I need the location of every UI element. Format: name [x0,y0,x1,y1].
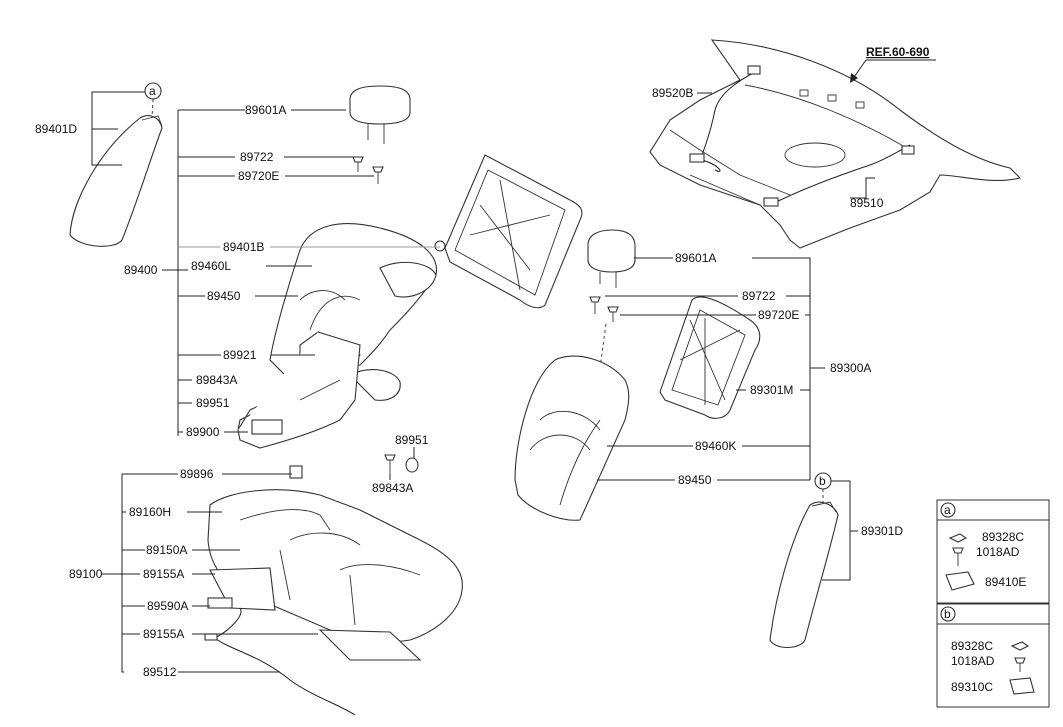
legend-b-tag: b [944,607,951,621]
rear-harness-cable [689,65,915,207]
legend-a-item-3: 89410E [985,575,1026,589]
text-labels: REF.60-690 a b 89401D 89601A 89722 89720… [35,45,1026,694]
guide-bolts-right [589,296,619,322]
part-label-89951: 89951 [196,396,230,410]
part-label-89720E-b: 89720E [758,308,799,322]
callout-b-letter: b [819,474,826,488]
part-label-89951-b: 89951 [395,433,429,447]
part-label-89450: 89450 [207,289,241,303]
legend-b-item-3: 89310C [951,680,993,694]
rear-parcel-shelf [649,39,1022,249]
part-label-89300A: 89300A [830,361,871,375]
part-label-89401D: 89401D [35,122,77,136]
part-label-89900: 89900 [186,425,220,439]
part-label-89601A: 89601A [245,103,286,117]
part-label-89301D: 89301D [861,524,903,538]
part-label-89460L: 89460L [191,259,231,273]
part-label-89921: 89921 [223,348,257,362]
part-label-89843A-b: 89843A [372,481,413,495]
part-label-89896: 89896 [180,467,214,481]
ref-label: REF.60-690 [866,45,930,59]
legend-b-item-1: 89328C [951,639,993,653]
part-label-89520B: 89520B [652,86,693,100]
part-label-89400: 89400 [124,263,158,277]
headrest-right [587,229,636,288]
part-label-89150A: 89150A [146,543,187,557]
small-fasteners [384,454,419,474]
part-label-89722-b: 89722 [742,289,776,303]
part-label-89301M: 89301M [750,383,793,397]
part-label-89155A: 89155A [143,567,184,581]
part-label-89450-b: 89450 [678,473,712,487]
legend-box-a [936,499,1050,604]
callout-a-letter: a [149,84,156,98]
legend-a-item-1: 89328C [982,530,1024,544]
part-label-89160H: 89160H [129,505,171,519]
part-label-89843A: 89843A [196,373,237,387]
seatback-frame-center [434,154,583,309]
ref-arrow [850,59,936,83]
seatback-cover-right [514,355,630,521]
part-label-89100: 89100 [69,567,103,581]
guide-bolts-left [352,156,384,184]
headrest-left [349,85,411,144]
armrest-assembly [237,331,361,449]
seat-cushion [207,465,463,643]
part-label-89601A-b: 89601A [675,251,716,265]
leader-lines [91,82,875,673]
legend-box-b [936,603,1050,708]
part-label-89155A-b: 89155A [143,627,184,641]
part-label-89720E: 89720E [238,169,279,183]
legend-b-item-2: 1018AD [951,654,995,668]
part-label-89590A: 89590A [147,599,188,613]
side-bolster-left [69,115,163,247]
part-label-89401B: 89401B [223,240,264,254]
part-label-89510: 89510 [850,196,884,210]
legend-a-tag: a [944,503,951,517]
part-label-89512: 89512 [143,665,177,679]
part-label-89722: 89722 [240,150,274,164]
occupant-sensor [204,597,356,716]
part-label-89460K: 89460K [695,439,736,453]
side-bolster-right [769,501,839,649]
seatback-frame-right [659,296,761,419]
legend-a-item-2: 1018AD [976,545,1020,559]
